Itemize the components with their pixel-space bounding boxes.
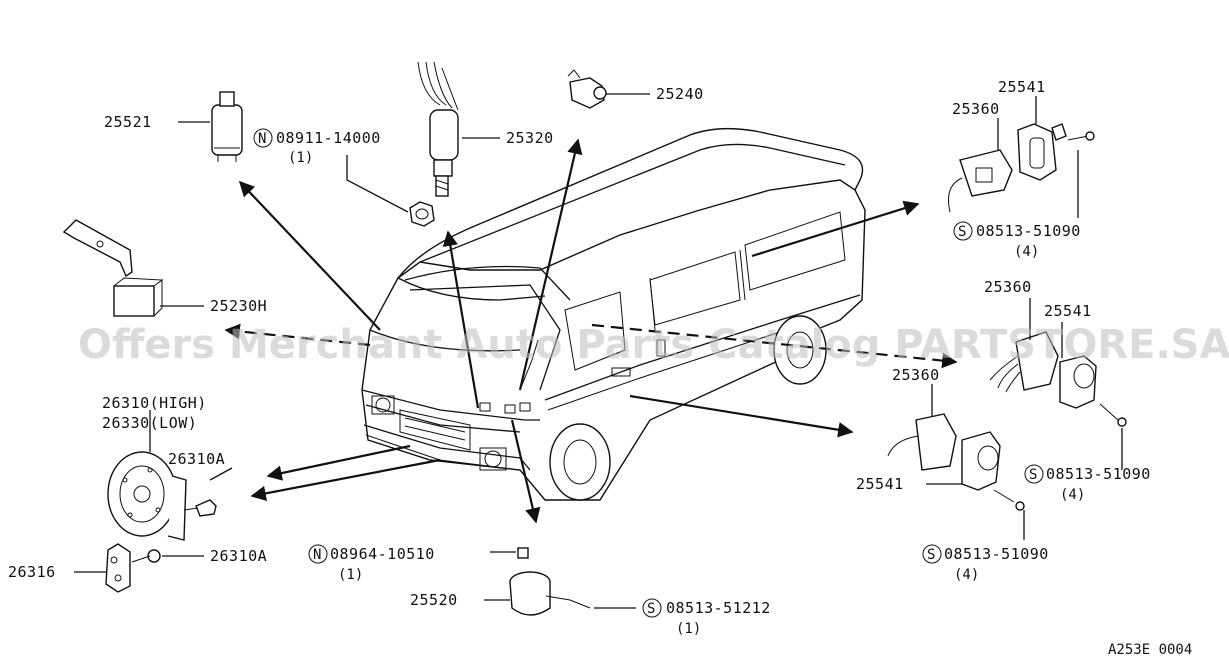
label-08964-qty: (1) xyxy=(338,567,363,583)
badge-s-low-letter: S xyxy=(927,547,935,563)
drawing-code: A253E 0004 xyxy=(1108,642,1192,658)
badge-s-212 xyxy=(642,598,662,618)
label-26310-high: 26310(HIGH) xyxy=(102,394,207,412)
badge-n-08964-letter: N xyxy=(313,547,321,563)
label-08911-qty: (1) xyxy=(288,150,313,166)
label-25520: 25520 xyxy=(410,591,458,609)
part-25320-sender xyxy=(417,61,500,197)
label-25521: 25521 xyxy=(104,113,152,131)
label-08513-212-qty: (1) xyxy=(676,621,701,637)
label-25230h: 25230H xyxy=(210,297,267,315)
part-25521-washer-motor xyxy=(178,91,243,162)
part-labels: 25521 08911-14000 (1) 25320 25240 25541 … xyxy=(8,78,1192,658)
label-08513-mid-qty: (4) xyxy=(1060,487,1085,503)
badge-s-mid-letter: S xyxy=(1029,467,1037,483)
label-25320: 25320 xyxy=(506,129,554,147)
label-25360-top: 25360 xyxy=(952,100,1000,118)
part-25240-socket xyxy=(567,69,650,109)
label-08513-low-qty: (4) xyxy=(954,567,979,583)
label-25240: 25240 xyxy=(656,85,704,103)
badge-s-top-letter: S xyxy=(958,224,966,240)
part-door-switch-low xyxy=(887,384,1025,540)
label-25541-low: 25541 xyxy=(856,475,904,493)
part-25520-motor xyxy=(484,547,636,616)
badge-s-low xyxy=(922,544,942,564)
badge-n-08964 xyxy=(308,544,328,564)
badge-n-08911 xyxy=(253,128,273,148)
badge-n-08911-letter: N xyxy=(258,131,266,147)
badge-s-212-letter: S xyxy=(647,601,655,617)
label-08513-212: 08513-51212 xyxy=(666,599,771,617)
label-08513-mid: 08513-51090 xyxy=(1046,465,1151,483)
label-08911: 08911-14000 xyxy=(276,129,381,147)
badge-s-top xyxy=(953,221,973,241)
part-25230h-relay xyxy=(62,219,204,317)
label-25360-low: 25360 xyxy=(892,366,940,384)
label-26316: 26316 xyxy=(8,563,56,581)
van-illustration xyxy=(361,127,866,501)
label-25541-mid: 25541 xyxy=(1044,302,1092,320)
label-08964: 08964-10510 xyxy=(330,545,435,563)
label-26310a-b: 26310A xyxy=(210,547,267,565)
part-26316-bracket xyxy=(74,543,131,593)
part-door-switch-top xyxy=(948,96,1095,218)
badges: N S S S N S xyxy=(253,128,1044,618)
part-08911-nut xyxy=(346,155,435,227)
label-08513-top-qty: (4) xyxy=(1014,244,1039,260)
label-26310a-a: 26310A xyxy=(168,450,225,468)
label-25541-top: 25541 xyxy=(998,78,1046,96)
watermark-text: Offers Merchant Auto Parts Catalog PARTS… xyxy=(78,322,1229,368)
label-08513-low: 08513-51090 xyxy=(944,545,1049,563)
part-26310a-bolts xyxy=(131,467,233,563)
label-25360-mid: 25360 xyxy=(984,278,1032,296)
part-26310-horn xyxy=(107,410,187,541)
badge-s-mid xyxy=(1024,464,1044,484)
label-08513-top: 08513-51090 xyxy=(976,222,1081,240)
leader-arrows xyxy=(224,138,958,524)
label-26330-low: 26330(LOW) xyxy=(102,414,197,432)
part-door-switch-mid xyxy=(989,298,1127,470)
